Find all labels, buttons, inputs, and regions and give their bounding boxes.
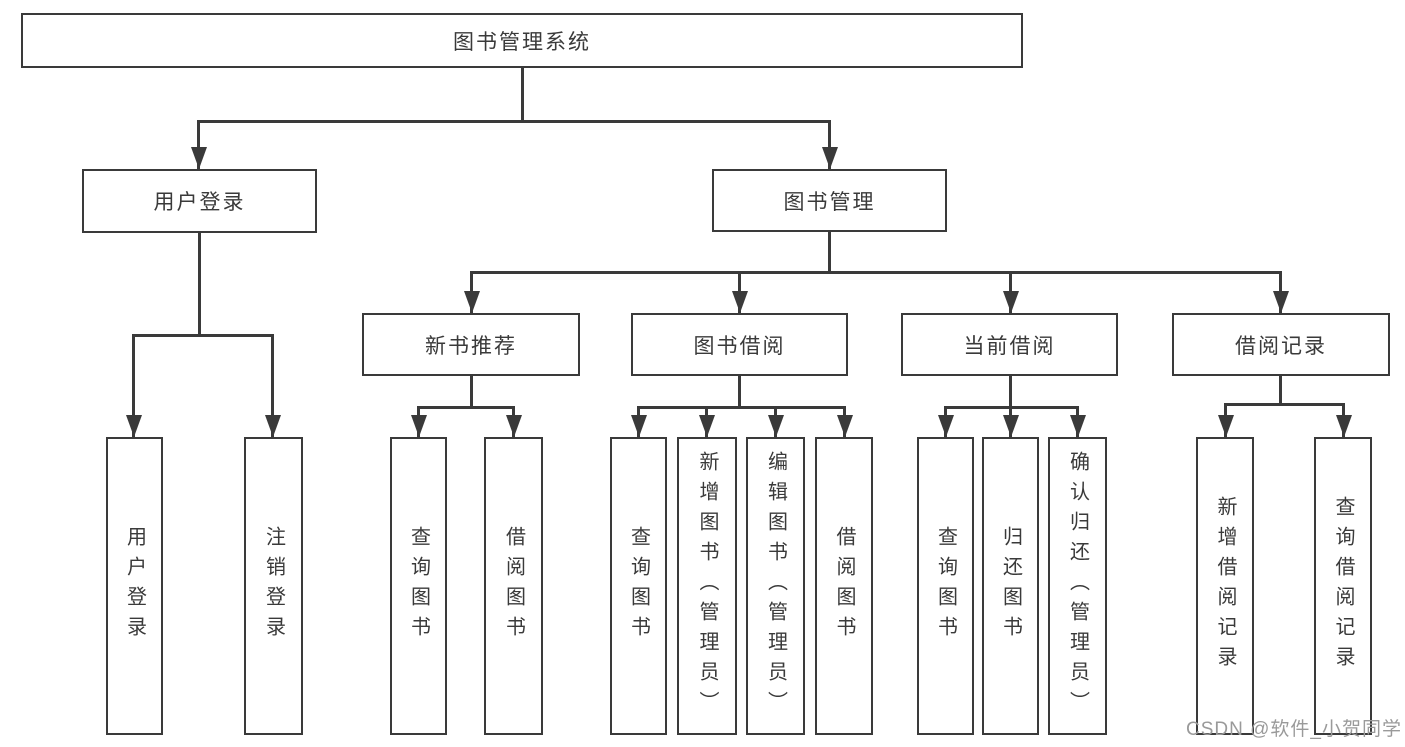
arrow-down-icon [265,415,281,437]
leaf-logout: 注销登录 [244,437,303,735]
connector-line [197,120,830,123]
leaf-confirm-return-admin: 确认归还（管理员） [1048,437,1107,735]
node-user-login-label: 用户登录 [153,191,246,214]
connector-line [271,334,274,437]
leaf-return-books-label: 归还图书 [999,526,1022,646]
leaf-borrow-books: 借阅图书 [815,437,873,735]
leaf-recommend-borrow-books: 借阅图书 [484,437,543,735]
leaf-query-borrow-record: 查询借阅记录 [1314,437,1372,735]
leaf-edit-books-admin: 编辑图书（管理员） [746,437,805,735]
node-book-management: 图书管理 [712,169,947,232]
arrow-down-icon [1273,291,1289,313]
arrow-down-icon [411,415,427,437]
arrow-down-icon [1070,415,1086,437]
connector-line [417,406,514,409]
leaf-add-borrow-record: 新增借阅记录 [1196,437,1254,735]
leaf-edit-books-admin-label: 编辑图书（管理员） [764,451,787,721]
connector-line [470,376,473,408]
connector-line [197,120,200,169]
connector-line [637,406,845,409]
leaf-recommend-borrow-books-label: 借阅图书 [502,526,525,646]
leaf-add-borrow-record-label: 新增借阅记录 [1214,496,1236,676]
connector-line [1224,403,1344,406]
leaf-recommend-query-books-label: 查询图书 [407,526,430,646]
node-borrow-records-label: 借阅记录 [1235,334,1327,358]
arrow-down-icon [732,291,748,313]
node-current-borrow: 当前借阅 [901,313,1118,376]
arrow-down-icon [506,415,522,437]
connector-line [132,334,273,337]
leaf-borrow-books-label: 借阅图书 [833,526,855,646]
leaf-return-books: 归还图书 [982,437,1039,735]
node-root-label: 图书管理系统 [453,30,591,54]
connector-line [198,232,201,336]
connector-line [132,334,135,437]
node-root: 图书管理系统 [21,13,1023,68]
leaf-query-borrow-record-label: 查询借阅记录 [1332,496,1354,676]
node-book-borrow: 图书借阅 [631,313,848,376]
node-book-management-label: 图书管理 [783,190,876,214]
connector-line [828,120,831,169]
arrow-down-icon [822,147,838,169]
node-new-book-recommend: 新书推荐 [362,313,580,376]
arrow-down-icon [631,415,647,437]
leaf-add-books-admin: 新增图书（管理员） [677,437,737,735]
leaf-confirm-return-admin-label: 确认归还（管理员） [1066,451,1089,721]
node-borrow-records: 借阅记录 [1172,313,1390,376]
leaf-logout-label: 注销登录 [262,526,285,646]
arrow-down-icon [126,415,142,437]
leaf-add-books-admin-label: 新增图书（管理员） [696,451,718,721]
arrow-down-icon [768,415,784,437]
arrow-down-icon [837,415,853,437]
leaf-borrow-query-books: 查询图书 [610,437,667,735]
arrow-down-icon [699,415,715,437]
node-new-book-recommend-label: 新书推荐 [425,334,517,358]
connector-line [470,271,1281,274]
leaf-recommend-query-books: 查询图书 [390,437,447,735]
leaf-user-login-label: 用户登录 [123,526,146,646]
connector-line [1279,376,1282,405]
connector-line [738,376,741,408]
arrow-down-icon [1218,415,1234,437]
connector-line [1009,376,1012,408]
node-book-borrow-label: 图书借阅 [693,334,786,358]
leaf-current-query-books-label: 查询图书 [934,526,957,646]
connector-line [828,232,831,273]
leaf-borrow-query-books-label: 查询图书 [627,526,650,646]
connector-line [521,68,524,122]
leaf-user-login: 用户登录 [106,437,163,735]
arrow-down-icon [938,415,954,437]
arrow-down-icon [1003,291,1019,313]
arrow-down-icon [191,147,207,169]
arrow-down-icon [464,291,480,313]
csdn-watermark: CSDN @软件_小贺同学 [1186,719,1402,740]
leaf-current-query-books: 查询图书 [917,437,974,735]
arrow-down-icon [1336,415,1352,437]
arrow-down-icon [1003,415,1019,437]
node-user-login: 用户登录 [82,169,317,233]
node-current-borrow-label: 当前借阅 [963,334,1056,358]
